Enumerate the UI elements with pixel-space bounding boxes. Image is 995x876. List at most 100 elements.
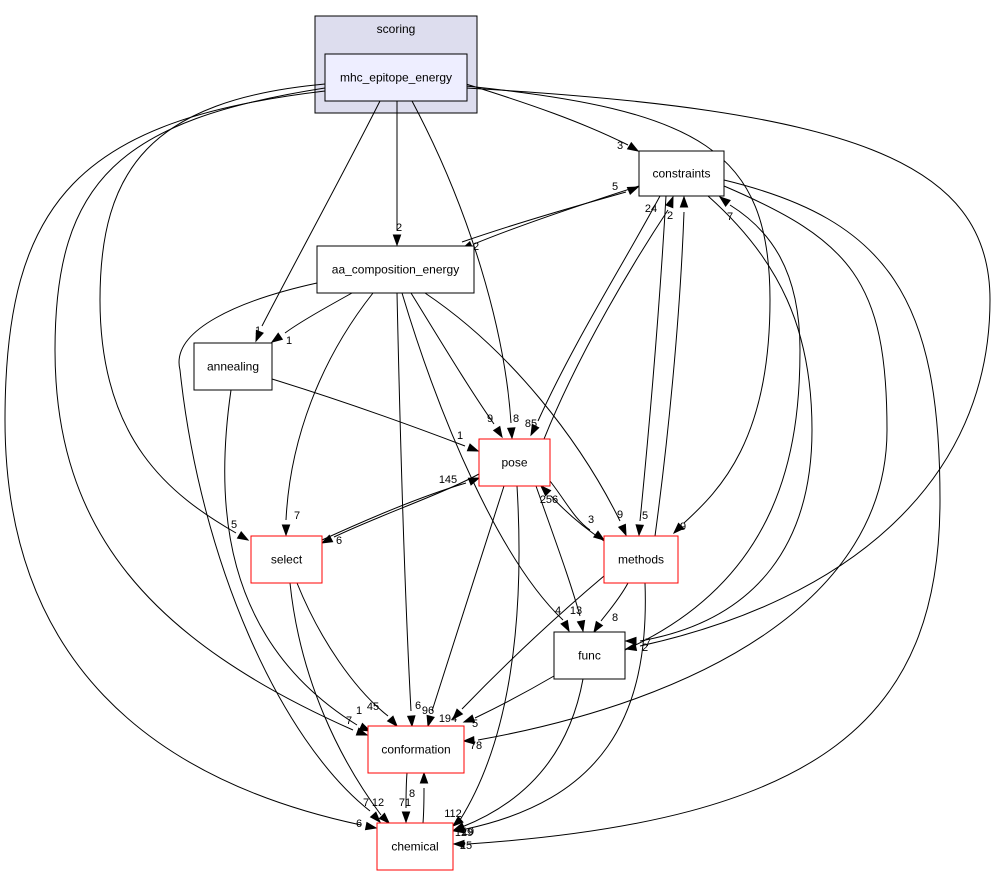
node-label[interactable]: annealing xyxy=(207,360,259,374)
arrowhead xyxy=(462,714,476,723)
arrowhead xyxy=(592,530,606,541)
node-annealing[interactable]: annealing xyxy=(193,342,273,391)
node-conformation[interactable]: conformation xyxy=(367,725,465,774)
edge-line xyxy=(465,85,771,524)
edge-mhc-to-annealing xyxy=(255,100,381,343)
edge-pose-to-select xyxy=(320,473,480,544)
edge-methods-to-conformation xyxy=(452,575,605,721)
edge-weight-label: 6 xyxy=(356,818,362,830)
node-label[interactable]: select xyxy=(271,553,303,567)
node-label[interactable]: mhc_epitope_energy xyxy=(340,71,452,85)
node-constraints[interactable]: constraints xyxy=(638,150,725,197)
edge-weight-label: 8 xyxy=(612,612,618,624)
edge-weight-label: 78 xyxy=(470,740,482,752)
edge-mhc-to-conformation xyxy=(54,87,369,736)
edge-methods-to-func xyxy=(593,582,629,634)
edge-weight-label: 4 xyxy=(555,605,561,617)
edge-func-to-conformation xyxy=(462,675,555,723)
arrowhead xyxy=(426,714,435,728)
edge-weight-label: 194 xyxy=(439,713,457,725)
node-label[interactable]: func xyxy=(578,649,601,663)
edge-line xyxy=(465,87,991,647)
node-box[interactable] xyxy=(638,150,725,197)
edge-methods-to-pose xyxy=(539,484,605,542)
edge-weight-label: 7 xyxy=(645,637,651,649)
edge-line xyxy=(461,575,605,710)
edge-line xyxy=(600,582,629,622)
arrowhead xyxy=(672,522,685,535)
edge-weight-label: 1 xyxy=(255,325,261,337)
edge-constraints-to-chemical xyxy=(452,179,941,849)
node-box[interactable] xyxy=(367,725,465,774)
edge-weight-label: 9 xyxy=(617,509,623,521)
node-box[interactable] xyxy=(478,438,551,487)
node-label[interactable]: pose xyxy=(501,456,527,470)
arrowhead xyxy=(369,811,382,824)
node-box[interactable] xyxy=(553,631,626,680)
edge-line xyxy=(271,378,466,447)
edge-line xyxy=(624,204,801,651)
edge-line xyxy=(465,83,629,146)
node-label[interactable]: chemical xyxy=(391,840,438,854)
edge-line xyxy=(461,678,584,828)
arrowhead xyxy=(378,812,391,825)
edge-aa_comp-to-conformation xyxy=(396,292,416,728)
node-func[interactable]: func xyxy=(553,631,626,680)
edge-constraints-to-conformation xyxy=(462,185,888,745)
arrowhead xyxy=(281,524,291,537)
arrowhead xyxy=(492,425,503,439)
arrowhead xyxy=(320,534,334,544)
arrowhead xyxy=(401,811,411,824)
edge-pose-to-methods xyxy=(549,480,606,541)
edge-line xyxy=(424,292,621,522)
edge-weight-label: 3 xyxy=(617,140,623,152)
arrowhead xyxy=(718,196,731,207)
edge-line xyxy=(459,485,520,821)
edge-weight-label: 71 xyxy=(399,797,411,809)
node-label[interactable]: conformation xyxy=(381,743,450,757)
edge-line xyxy=(410,292,495,425)
edge-weight-label: 129 xyxy=(455,827,473,839)
node-box[interactable] xyxy=(193,342,273,391)
node-label[interactable]: methods xyxy=(618,553,664,567)
edge-weight-label: 5 xyxy=(231,519,237,531)
edge-line xyxy=(467,179,941,845)
edge-mhc-to-select xyxy=(99,83,326,541)
edge-constraints-to-methods xyxy=(635,195,667,537)
arrowhead xyxy=(539,484,552,497)
node-label[interactable]: constraints xyxy=(652,167,710,181)
node-box[interactable] xyxy=(250,535,323,584)
edge-line xyxy=(431,485,505,712)
edge-select-to-chemical xyxy=(289,582,391,825)
node-box[interactable] xyxy=(376,822,454,871)
edge-line xyxy=(422,787,425,824)
node-aa_comp[interactable]: aa_composition_energy xyxy=(316,245,475,294)
node-box[interactable] xyxy=(603,535,679,584)
edge-annealing-to-pose xyxy=(271,378,480,452)
edge-weight-label: 6 xyxy=(336,535,342,547)
edge-aa_comp-to-constraints xyxy=(461,186,640,243)
edge-weight-label: 256 xyxy=(540,494,558,506)
edge-weight-label: 8 xyxy=(409,788,415,800)
arrowhead xyxy=(626,186,640,196)
node-chemical[interactable]: chemical xyxy=(376,822,454,871)
edge-func-to-chemical xyxy=(452,678,584,831)
edge-weight-label: 45 xyxy=(367,701,379,713)
node-label[interactable]: aa_composition_energy xyxy=(332,263,459,277)
edge-weight-label: 25 xyxy=(460,840,472,852)
edge-weight-label: 1 xyxy=(356,705,362,717)
node-pose[interactable]: pose xyxy=(478,438,551,487)
edge-line xyxy=(543,209,669,440)
edge-pose-to-conformation xyxy=(426,485,505,728)
node-mhc[interactable]: mhc_epitope_energy xyxy=(324,53,468,102)
edge-aa_comp-to-annealing xyxy=(270,292,353,343)
node-box[interactable] xyxy=(324,53,468,102)
arrowhead xyxy=(506,427,516,440)
arrowhead xyxy=(452,708,464,721)
node-methods[interactable]: methods xyxy=(603,535,679,584)
node-select[interactable]: select xyxy=(250,535,323,584)
edge-line xyxy=(333,473,480,538)
arrowhead xyxy=(406,715,416,728)
node-box[interactable] xyxy=(316,245,475,294)
edge-chemical-to-conformation xyxy=(419,771,429,824)
